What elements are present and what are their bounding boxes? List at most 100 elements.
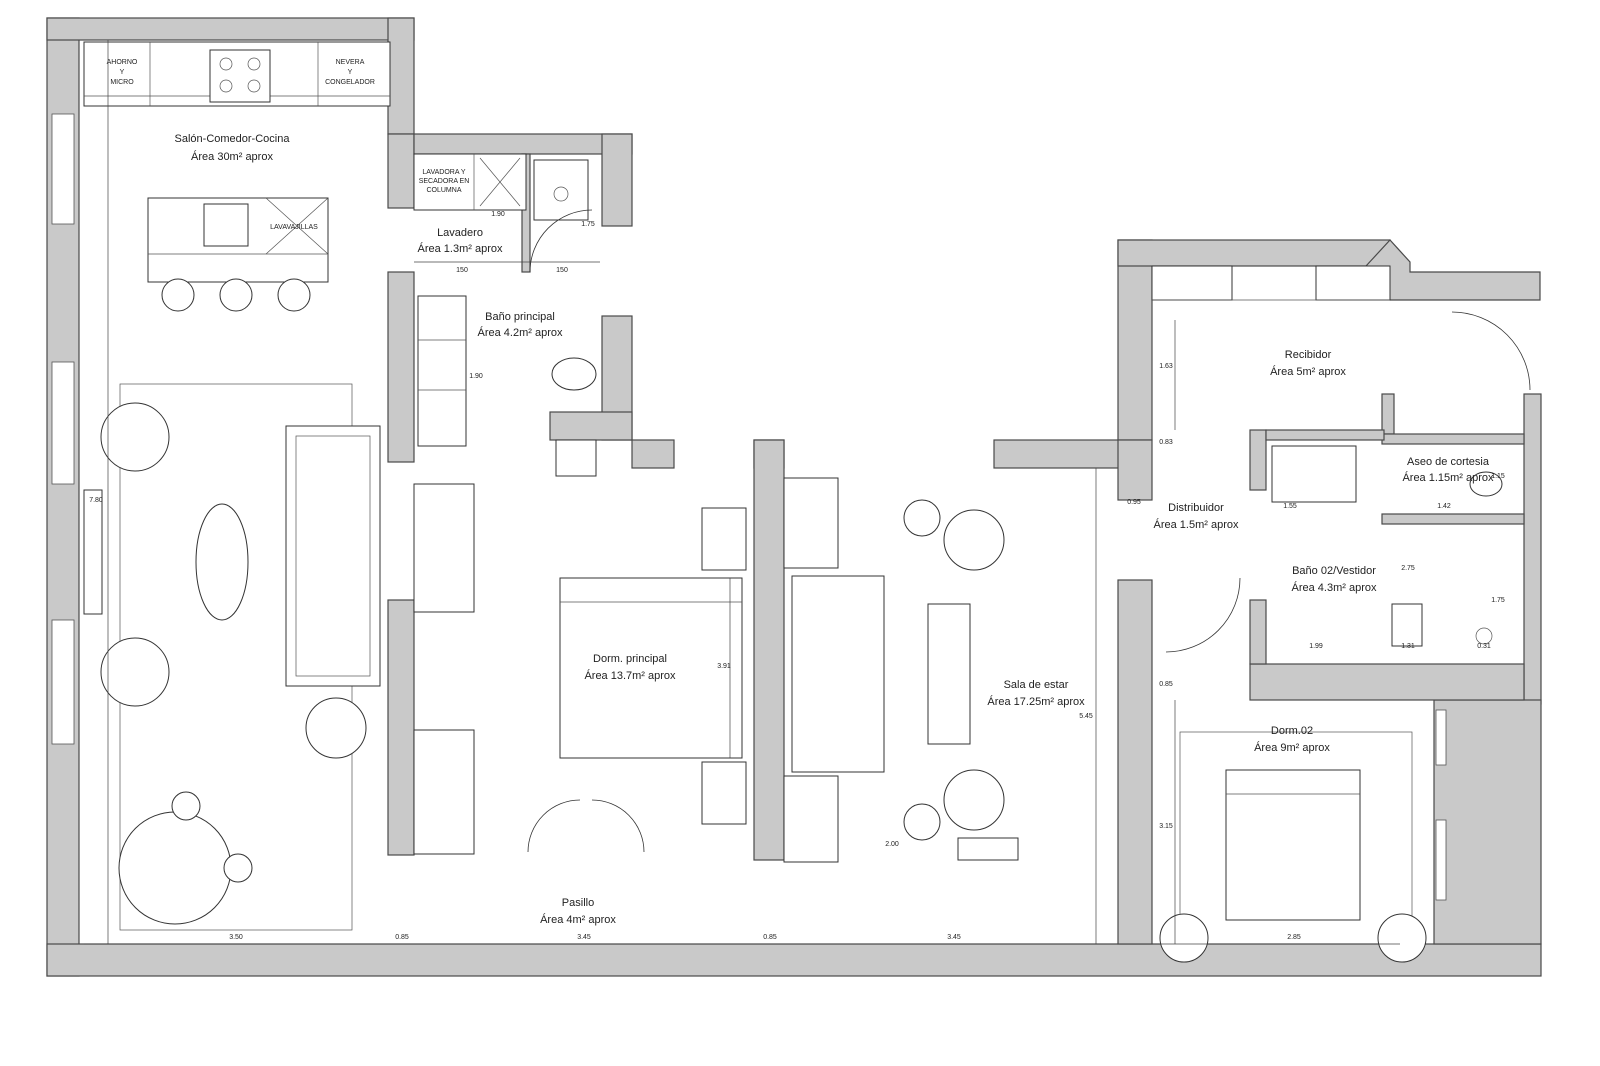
sofa [285,425,381,687]
side-table [305,697,367,759]
kitchen-counter [83,41,391,107]
dim-150b: 150 [556,267,568,274]
window-5 [1435,819,1447,901]
dorm-principal-area: Área 13.7m² aprox [584,669,676,682]
window-2 [51,361,75,485]
wall-recib-top-right [1365,239,1541,301]
sala-wardrobe-bottom [783,775,839,863]
wall-recib-left-mid [1117,439,1153,501]
dim-345b: 3.45 [947,934,961,941]
dining-table [118,811,232,925]
nightstand-2 [701,761,747,825]
dim-163: 1.63 [1159,363,1173,370]
nightstand-1 [701,507,747,571]
laundry-machines [413,153,527,211]
shower [533,159,589,221]
sala-armchair-1 [943,509,1005,571]
distribuidor-area: Área 1.5m² aprox [1154,518,1239,531]
dim-545: 5.45 [1079,713,1093,720]
dim-285: 2.85 [1287,934,1301,941]
pasillo-name: Pasillo [562,897,594,909]
dim-150a: 150 [456,267,468,274]
wall-top-salon [46,17,415,41]
dim-085b: 0.85 [763,934,777,941]
island-sink [203,203,249,247]
wall-sala-right [1117,579,1153,945]
bano02-area: Área 4.3m² aprox [1292,581,1377,594]
aseo-area: Área 1.15m² aprox [1402,471,1494,484]
wall-right-upper [1523,393,1542,705]
wall-aseo-left-top [1381,393,1395,435]
dist-door-arc [1165,577,1241,653]
dorm-door-left [527,799,581,853]
dim-031: 0.31 [1477,643,1491,650]
wall-right-lower [1433,699,1542,945]
fridge-label-2: Y [348,69,353,76]
wall-dorm-sala [753,439,785,861]
dim-175a: 1.75 [581,221,595,228]
recib-cabinet-2 [1315,265,1391,301]
sala-side-table-2 [903,803,941,841]
dim-190a: 1.90 [491,211,505,218]
sala-armchair-2 [943,769,1005,831]
oven-label-2: Y [120,69,125,76]
coffee-table [927,603,971,745]
dimension-lines [84,40,1400,945]
aseo-toilet [1469,471,1503,497]
sala-area: Área 17.25m² aprox [987,695,1085,708]
dim-200: 2.00 [885,841,899,848]
wall-salon-right-mid [387,133,415,209]
dim-083: 0.83 [1159,439,1173,446]
wall-bano02-left [1249,599,1267,665]
dim-275: 2.75 [1401,565,1415,572]
recibidor-area: Área 5m² aprox [1270,365,1346,378]
dim-115: 1.15 [1491,473,1505,480]
wall-bottom [46,943,1542,977]
dim-142: 1.42 [1437,503,1451,510]
wardrobe-1 [413,483,475,613]
wall-top-bath [413,133,633,155]
bath-cabinet [555,439,597,477]
salon-name: Salón-Comedor-Cocina [175,133,291,145]
wall-aseo-top [1381,433,1525,445]
bath-door-arc [529,209,593,273]
wall-bano02-top [1265,429,1385,441]
wall-salon-right-upper [387,17,415,135]
dim-391: 3.91 [717,663,731,670]
bath-vanity [417,295,467,447]
dim-780: 7.80 [89,497,103,504]
dim-131: 1.31 [1401,643,1415,650]
oval-table [195,503,249,621]
salon-area: Área 30m² aprox [191,150,273,163]
fridge-label-1: NEVERA [336,59,365,66]
dorm02-nightstand-2 [1377,913,1427,963]
dorm02-name: Dorm.02 [1271,725,1313,737]
entry-door-arc [1451,311,1531,391]
toilet [551,357,597,391]
dorm-door-right [591,799,645,853]
dim-085a: 0.85 [395,934,409,941]
sala-sofa [791,575,885,773]
bed-principal [559,577,743,759]
window-1 [51,113,75,225]
dim-190b: 1.90 [469,373,483,380]
wall-bath-right-upper [601,133,633,227]
window-4 [1435,709,1447,766]
oven-label-3: MICRO [110,79,134,86]
dim-085c: 0.85 [1159,681,1173,688]
fireplace [83,489,103,615]
bed-02 [1225,769,1361,921]
wall-top-sala-right [993,439,1125,469]
wall-dorm02-top [1249,663,1525,701]
dorm-principal-name: Dorm. principal [593,653,667,665]
fridge-label-3: CONGELADOR [325,79,375,86]
dim-095: 0.95 [1127,499,1141,506]
wall-recib-top [1117,239,1391,267]
sala-side-table-1 [903,499,941,537]
laundry-label-3: COLUMNA [426,187,461,194]
armchair-1 [100,402,170,472]
wall-salon-right-low [387,271,415,463]
pasillo-area: Área 4m² aprox [540,913,616,926]
wardrobes-left [413,483,475,855]
